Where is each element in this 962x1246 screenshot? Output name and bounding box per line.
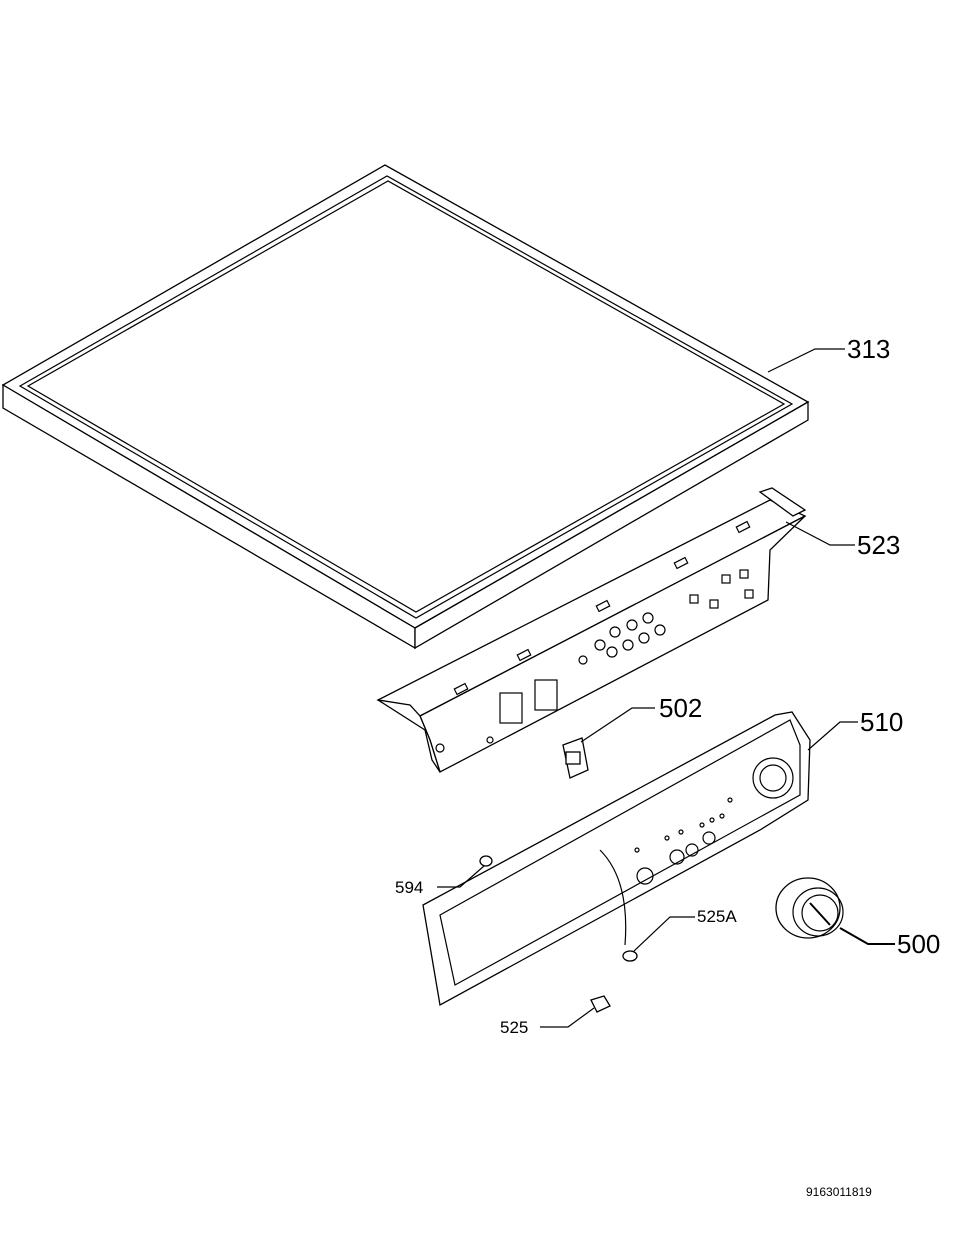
part-500-knob	[775, 877, 844, 939]
label-502: 502	[659, 693, 702, 723]
part-525A-light-pipe	[622, 950, 638, 962]
label-510: 510	[860, 707, 903, 737]
part-594-lens	[479, 855, 493, 867]
part-313-top-cover	[1, 164, 810, 650]
part-labels: 313 523 502 510 594 525A 500 525 9163011…	[395, 334, 940, 1199]
part-502-switch	[562, 737, 589, 779]
label-594: 594	[395, 878, 423, 897]
label-313: 313	[847, 334, 890, 364]
document-number: 9163011819	[806, 1185, 872, 1199]
label-523: 523	[857, 530, 900, 560]
part-523-panel-bracket	[376, 487, 807, 773]
label-500: 500	[897, 929, 940, 959]
leader-lines	[437, 348, 895, 1028]
label-525A: 525A	[697, 907, 737, 926]
label-525: 525	[500, 1018, 528, 1037]
part-525-button-cap	[590, 995, 611, 1013]
part-510-control-panel	[422, 711, 811, 1007]
